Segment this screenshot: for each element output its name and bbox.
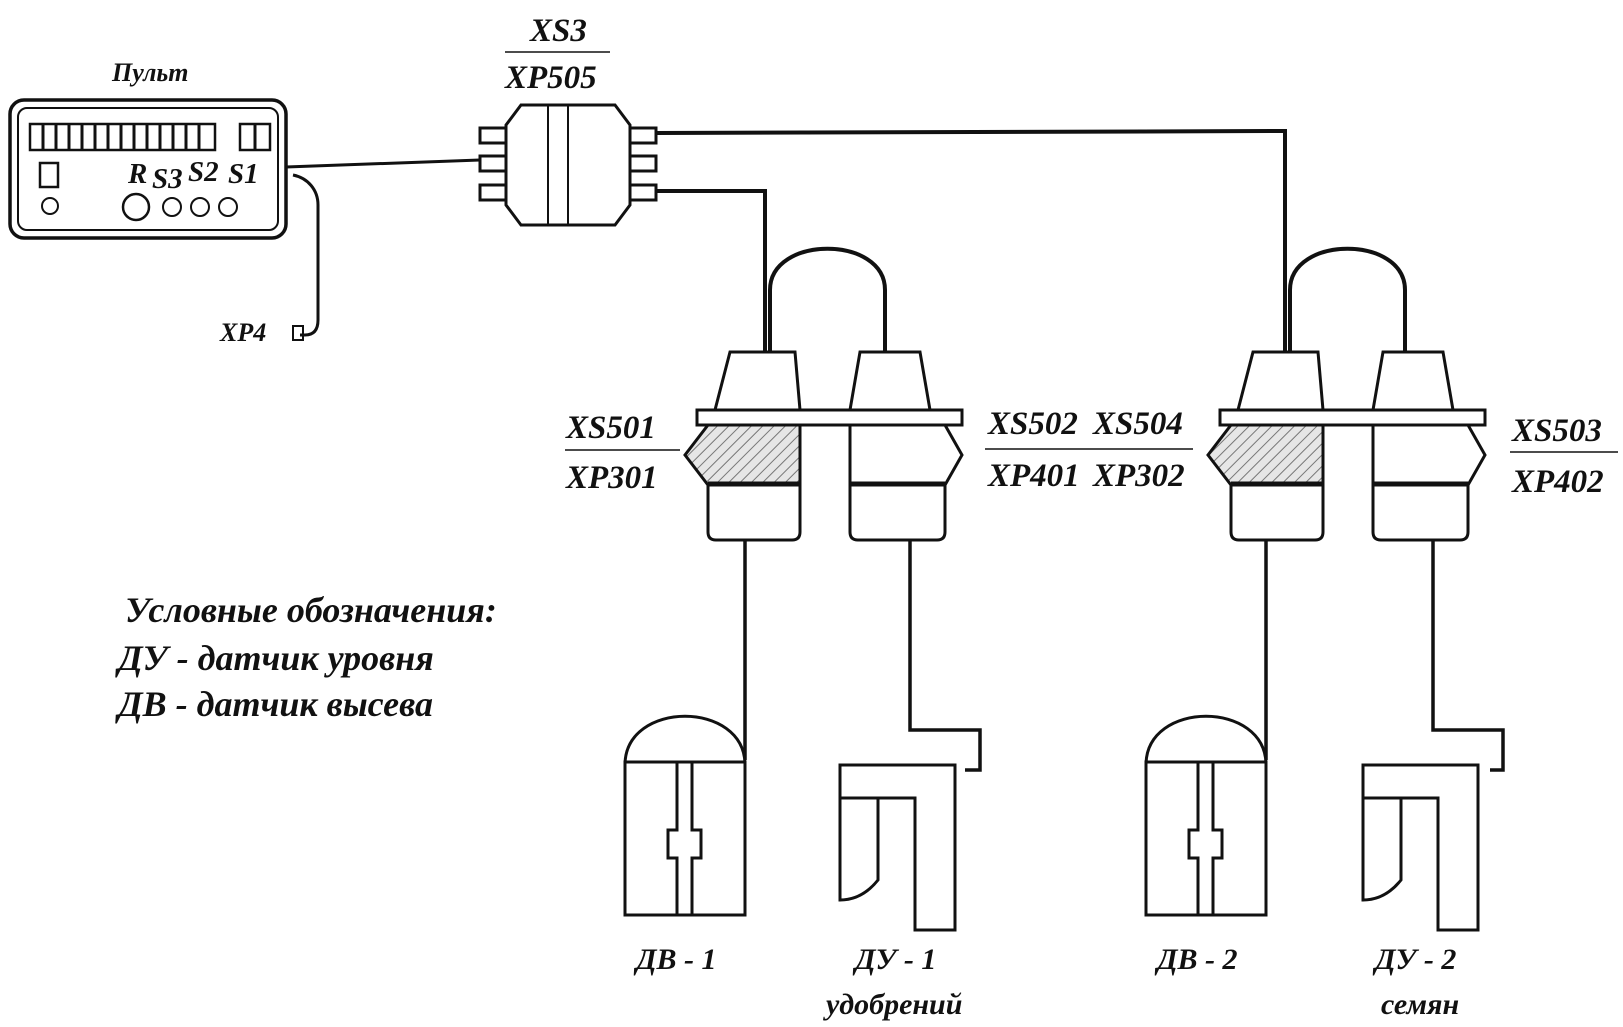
loop-cable-2: [1288, 246, 1407, 352]
connector-4-bottom: XP402: [1512, 464, 1604, 500]
panel-lamp: [41, 197, 59, 215]
connector-group-1: [683, 350, 964, 542]
connector-3-bottom: XP302: [1093, 458, 1185, 494]
control-panel: [8, 98, 288, 240]
button-r: [121, 192, 151, 222]
trunk-cable-1: [656, 189, 767, 355]
panel-hub-cable: [285, 158, 481, 169]
panel-switch: [38, 161, 60, 189]
du2-cable: [1431, 540, 1505, 772]
sensor-du1-sub: удобрений: [826, 988, 963, 1021]
panel-display: [238, 122, 272, 152]
connector-1-top: XS501: [566, 410, 656, 446]
xp4-cable: [292, 173, 320, 337]
loop-cable-1: [768, 246, 887, 352]
trunk-cable-2: [655, 128, 1287, 355]
connector-2-top: XS502: [988, 406, 1078, 442]
legend-title: Условные обозначения:: [125, 590, 497, 630]
dv2-sensor: [1144, 714, 1268, 917]
panel-title: Пульт: [112, 58, 189, 87]
button-s1: [218, 197, 238, 217]
connector-4-top: XS503: [1512, 413, 1602, 449]
du1-sensor: [838, 763, 957, 932]
du1-cable: [908, 540, 982, 772]
button-r-label: R: [128, 158, 148, 190]
hub-top-label: XS3: [530, 13, 587, 49]
legend-item-du: ДУ - датчик уровня: [118, 638, 434, 678]
xp4-plug: [292, 325, 304, 341]
dv1-sensor: [623, 714, 747, 917]
connector-2-bottom: XP401: [988, 458, 1080, 494]
xp4-label: XP4: [220, 318, 267, 347]
button-s2-label: S2: [188, 156, 219, 188]
sensor-dv1-label: ДВ - 1: [636, 943, 717, 976]
du2-sensor: [1361, 763, 1480, 932]
sensor-du2-sub: семян: [1381, 988, 1460, 1021]
button-s2: [190, 197, 210, 217]
hub-connector: [478, 103, 658, 227]
button-s3: [162, 197, 182, 217]
sensor-du1-label: ДУ - 1: [855, 943, 937, 976]
sensor-dv2-label: ДВ - 2: [1157, 943, 1238, 976]
legend-item-dv: ДВ - датчик высева: [118, 684, 433, 724]
connector-3-top: XS504: [1093, 406, 1183, 442]
panel-indicator-bar: [28, 122, 217, 152]
button-s3-label: S3: [152, 163, 183, 195]
hub-bottom-label: XP505: [505, 60, 597, 96]
connector-1-bottom: XP301: [566, 460, 658, 496]
button-s1-label: S1: [228, 158, 259, 190]
sensor-du2-label: ДУ - 2: [1375, 943, 1457, 976]
connector-group-2: [1206, 350, 1487, 542]
